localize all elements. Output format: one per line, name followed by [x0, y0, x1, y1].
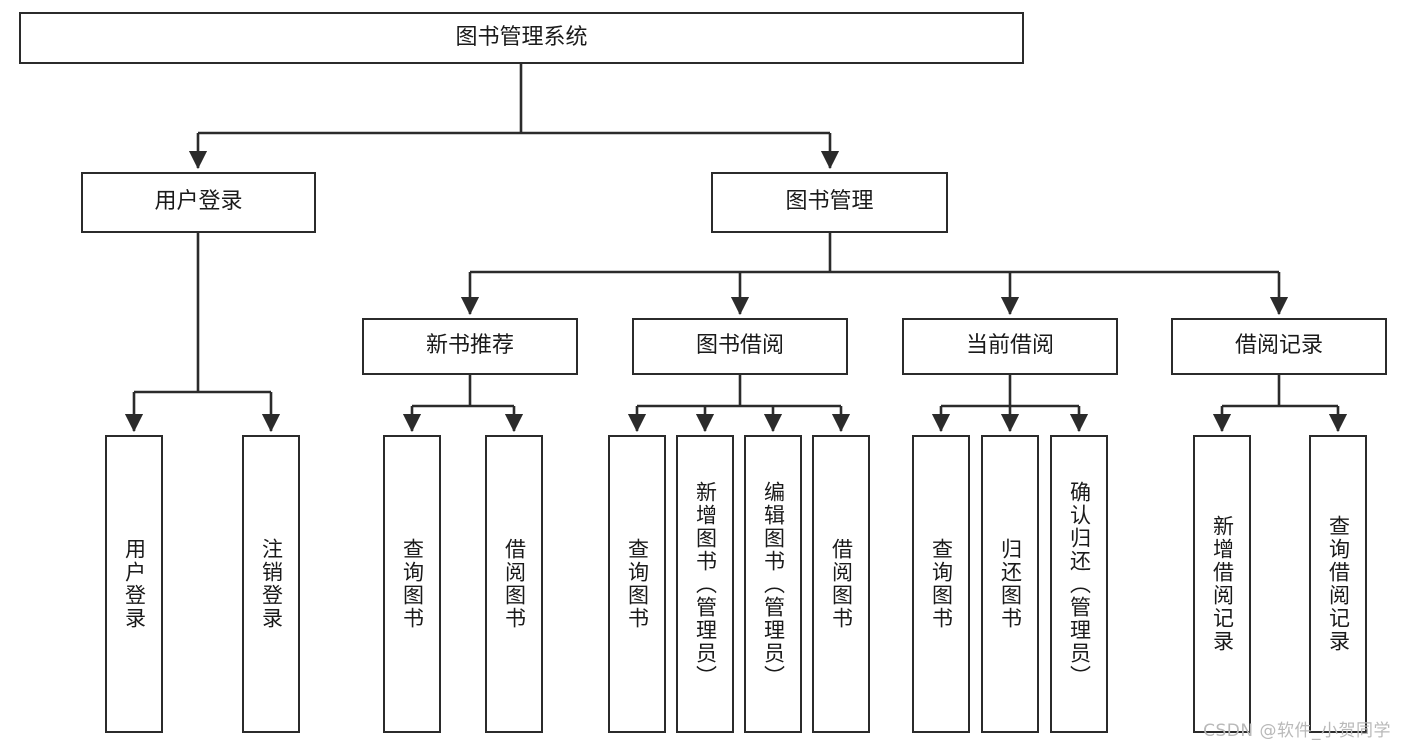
node-user-login-label: 用户登录 [154, 189, 243, 215]
node-root[interactable]: 图书管理系统 [19, 12, 1024, 64]
leaf-current-borrow-1[interactable]: 查询图书 [912, 435, 970, 733]
leaf-book-borrow-3[interactable]: 编辑图书（管理员） [744, 435, 802, 733]
leaf-book-borrow-1-label: 查询图书 [625, 538, 650, 630]
node-borrow-record-label: 借阅记录 [1234, 333, 1323, 359]
leaf-current-borrow-3-label: 确认归还（管理员） [1067, 480, 1092, 688]
node-book-borrow[interactable]: 图书借阅 [632, 318, 848, 375]
leaf-book-borrow-2[interactable]: 新增图书（管理员） [676, 435, 734, 733]
leaf-new-book-rec-2-label: 借阅图书 [502, 538, 527, 630]
leaf-book-borrow-3-label: 编辑图书（管理员） [761, 480, 786, 688]
node-current-borrow-label: 当前借阅 [965, 333, 1054, 359]
leaf-current-borrow-2-label: 归还图书 [998, 538, 1023, 630]
leaf-borrow-record-2-label: 查询借阅记录 [1326, 515, 1351, 653]
leaf-book-borrow-4-label: 借阅图书 [829, 538, 854, 630]
leaf-user-login-2[interactable]: 注销登录 [242, 435, 300, 733]
node-book-manage[interactable]: 图书管理 [711, 172, 948, 233]
leaf-new-book-rec-1-label: 查询图书 [400, 538, 425, 630]
leaf-borrow-record-1-label: 新增借阅记录 [1210, 515, 1235, 653]
leaf-current-borrow-1-label: 查询图书 [929, 538, 954, 630]
watermark: CSDN @软件_小贺同学 [1203, 721, 1391, 741]
leaf-user-login-1[interactable]: 用户登录 [105, 435, 163, 733]
leaf-borrow-record-1[interactable]: 新增借阅记录 [1193, 435, 1251, 733]
leaf-new-book-rec-2[interactable]: 借阅图书 [485, 435, 543, 733]
leaf-user-login-2-label: 注销登录 [259, 538, 284, 630]
leaf-book-borrow-1[interactable]: 查询图书 [608, 435, 666, 733]
leaf-book-borrow-2-label: 新增图书（管理员） [693, 480, 718, 688]
node-current-borrow[interactable]: 当前借阅 [902, 318, 1118, 375]
node-root-label: 图书管理系统 [455, 24, 588, 50]
leaf-user-login-1-label: 用户登录 [122, 538, 147, 630]
node-new-book-rec-label: 新书推荐 [425, 333, 514, 359]
node-user-login[interactable]: 用户登录 [81, 172, 316, 233]
leaf-current-borrow-3[interactable]: 确认归还（管理员） [1050, 435, 1108, 733]
node-book-manage-label: 图书管理 [785, 189, 874, 215]
node-book-borrow-label: 图书借阅 [695, 333, 784, 359]
leaf-current-borrow-2[interactable]: 归还图书 [981, 435, 1039, 733]
leaf-borrow-record-2[interactable]: 查询借阅记录 [1309, 435, 1367, 733]
leaf-new-book-rec-1[interactable]: 查询图书 [383, 435, 441, 733]
node-borrow-record[interactable]: 借阅记录 [1171, 318, 1387, 375]
node-new-book-rec[interactable]: 新书推荐 [362, 318, 578, 375]
leaf-book-borrow-4[interactable]: 借阅图书 [812, 435, 870, 733]
